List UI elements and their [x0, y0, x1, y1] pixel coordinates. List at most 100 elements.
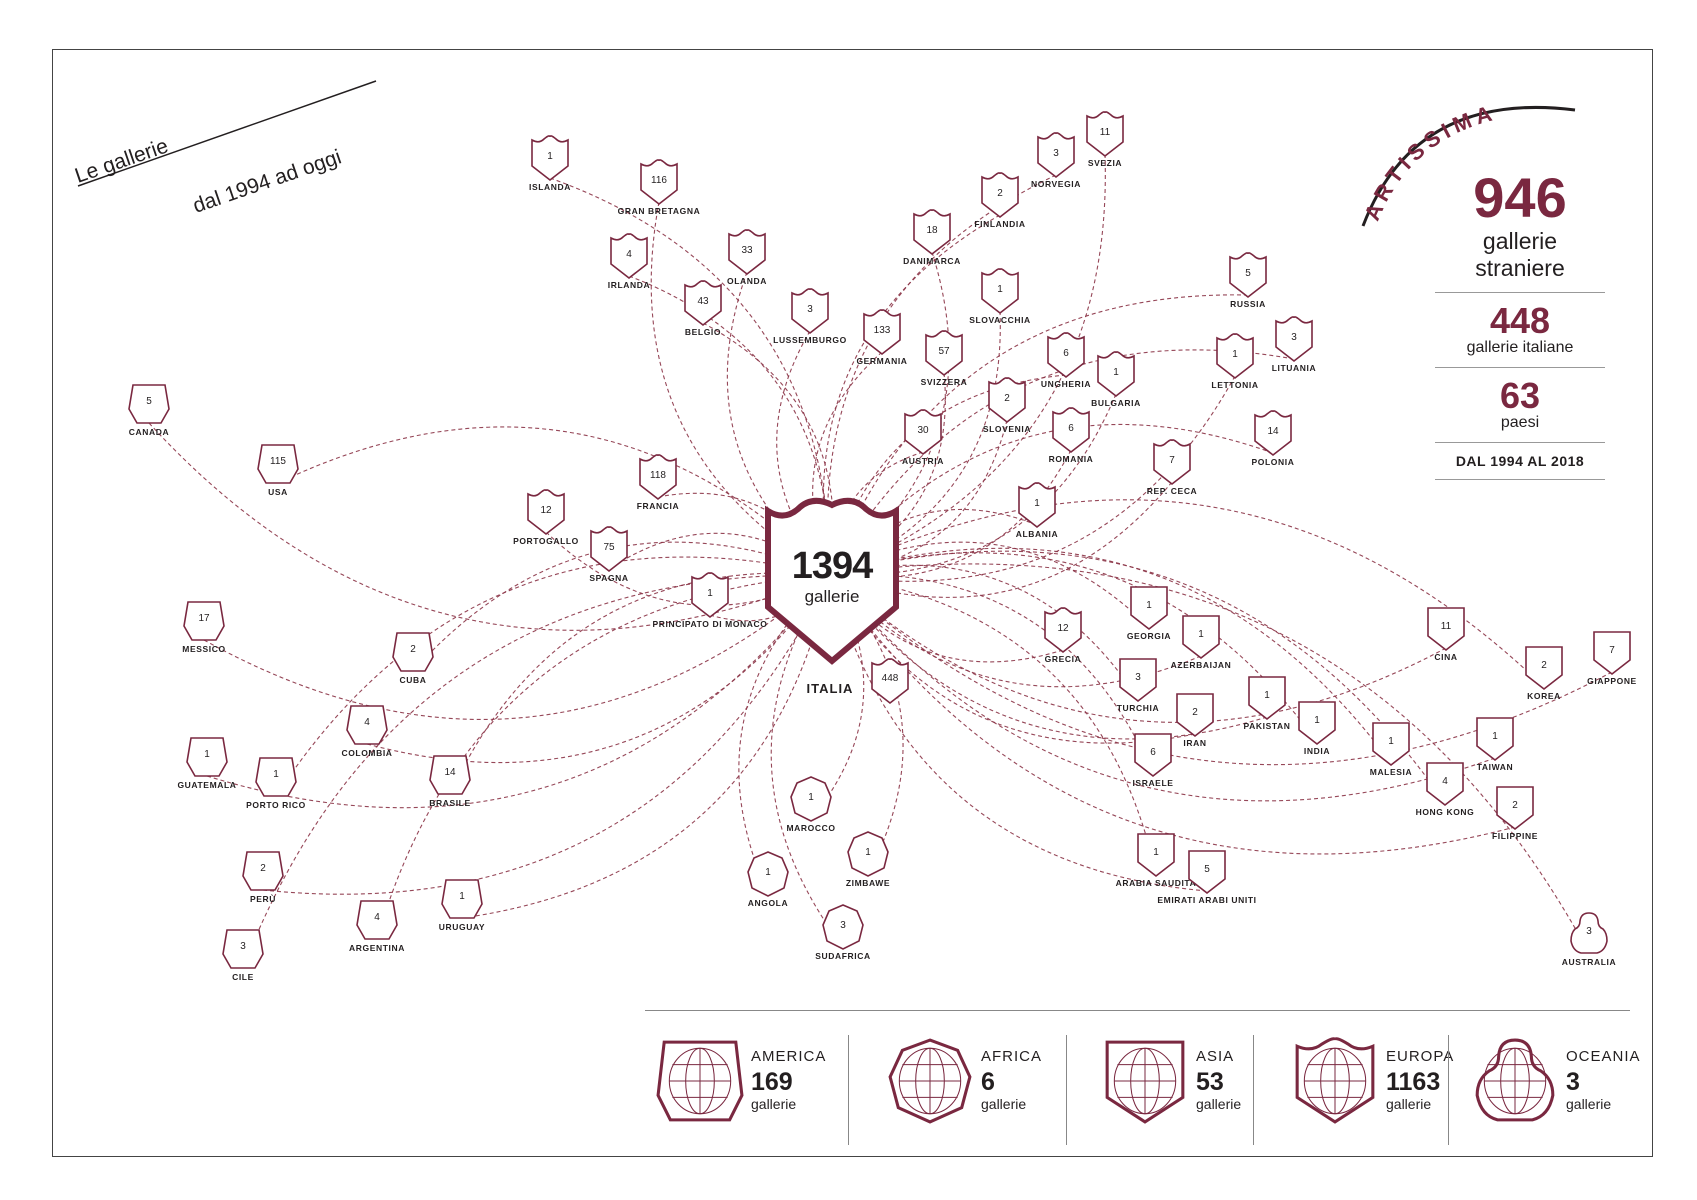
europa-shape-icon	[1295, 1037, 1375, 1124]
country-count: 1	[765, 867, 771, 878]
country-name: GEORGIA	[1126, 631, 1172, 641]
stats-divider	[1435, 442, 1605, 443]
country-name: PAKISTAN	[1243, 721, 1291, 731]
asia-shape-icon	[1426, 762, 1464, 807]
connection-line	[829, 574, 904, 875]
country-name: CANADA	[128, 427, 170, 437]
connection-line	[829, 547, 1392, 764]
country-count: 3	[840, 920, 846, 931]
country-count: 4	[374, 912, 380, 923]
europa-shape-icon	[1047, 332, 1085, 379]
country-name: TAIWAN	[1476, 762, 1514, 772]
connection-line	[829, 574, 1516, 855]
europa-shape-icon	[1037, 132, 1075, 179]
country-count: 1	[1388, 736, 1394, 747]
poster-frame	[52, 49, 1653, 1157]
country-count: 75	[603, 542, 615, 553]
country-count: 11	[1440, 621, 1452, 632]
europa-shape-icon	[863, 309, 901, 356]
countries-count: 63	[1499, 375, 1541, 416]
legend-continent: OCEANIA	[1566, 1048, 1641, 1065]
country-name: CUBA	[399, 675, 427, 685]
country-count: 1	[1113, 367, 1119, 378]
country-count: 3	[807, 304, 813, 315]
africa-shape-icon	[747, 851, 789, 897]
country-count: 5	[1204, 864, 1210, 875]
country-count: 6	[1068, 423, 1074, 434]
country-count: 3	[1586, 926, 1592, 937]
countries-label: paesi	[1500, 414, 1540, 431]
country-count: 1	[1314, 715, 1320, 726]
country-name: URUGUAY	[438, 922, 486, 932]
country-name: IRAN	[1183, 738, 1207, 748]
legend-unit: gallerie	[981, 1096, 1027, 1112]
asia-shape-icon	[1119, 658, 1157, 703]
country-count: 2	[1192, 707, 1198, 718]
country-count: 1	[997, 284, 1003, 295]
country-count: 1	[1492, 731, 1498, 742]
legend-unit: gallerie	[1386, 1096, 1432, 1112]
country-count: 6	[1150, 747, 1156, 758]
country-count: 1	[1198, 629, 1204, 640]
foreign-label-1: gallerie	[1482, 228, 1558, 254]
country-name: RUSSIA	[1230, 299, 1266, 309]
country-count: 11	[1099, 127, 1111, 138]
country-name: USA	[268, 487, 288, 497]
oceania-shape-icon	[1570, 912, 1608, 954]
connection-line	[242, 574, 831, 969]
country-count: 3	[240, 941, 246, 952]
america-shape-icon	[183, 601, 225, 641]
country-count: 43	[697, 296, 709, 307]
europa-shape-icon	[1052, 407, 1090, 454]
country-name: MESSICO	[182, 644, 226, 654]
total-galleries: 1394	[791, 545, 874, 587]
legend-continent: AFRICA	[981, 1048, 1043, 1065]
country-count: 30	[917, 425, 929, 436]
europa-shape-icon	[981, 268, 1019, 315]
europa-shape-icon	[904, 409, 942, 456]
america-shape-icon	[346, 705, 388, 745]
connection-line	[829, 564, 1139, 700]
asia-shape-icon	[1476, 717, 1514, 762]
country-name: ALBANIA	[1015, 529, 1059, 539]
asia-shape-icon	[1298, 701, 1336, 746]
america-shape-icon	[441, 879, 483, 919]
country-name: AZERBAIJAN	[1170, 660, 1232, 670]
stats-divider	[1435, 292, 1605, 293]
country-name: NORVEGIA	[1031, 179, 1081, 189]
america-shape-icon	[186, 737, 228, 777]
country-count: 1	[204, 749, 210, 760]
country-count: 2	[1512, 800, 1518, 811]
connection-line	[709, 574, 831, 622]
country-count: 7	[1609, 645, 1615, 656]
country-count: 12	[1057, 623, 1069, 634]
country-name: AUSTRIA	[902, 456, 944, 466]
country-count: 3	[1053, 148, 1059, 159]
country-count: 1	[808, 792, 814, 803]
